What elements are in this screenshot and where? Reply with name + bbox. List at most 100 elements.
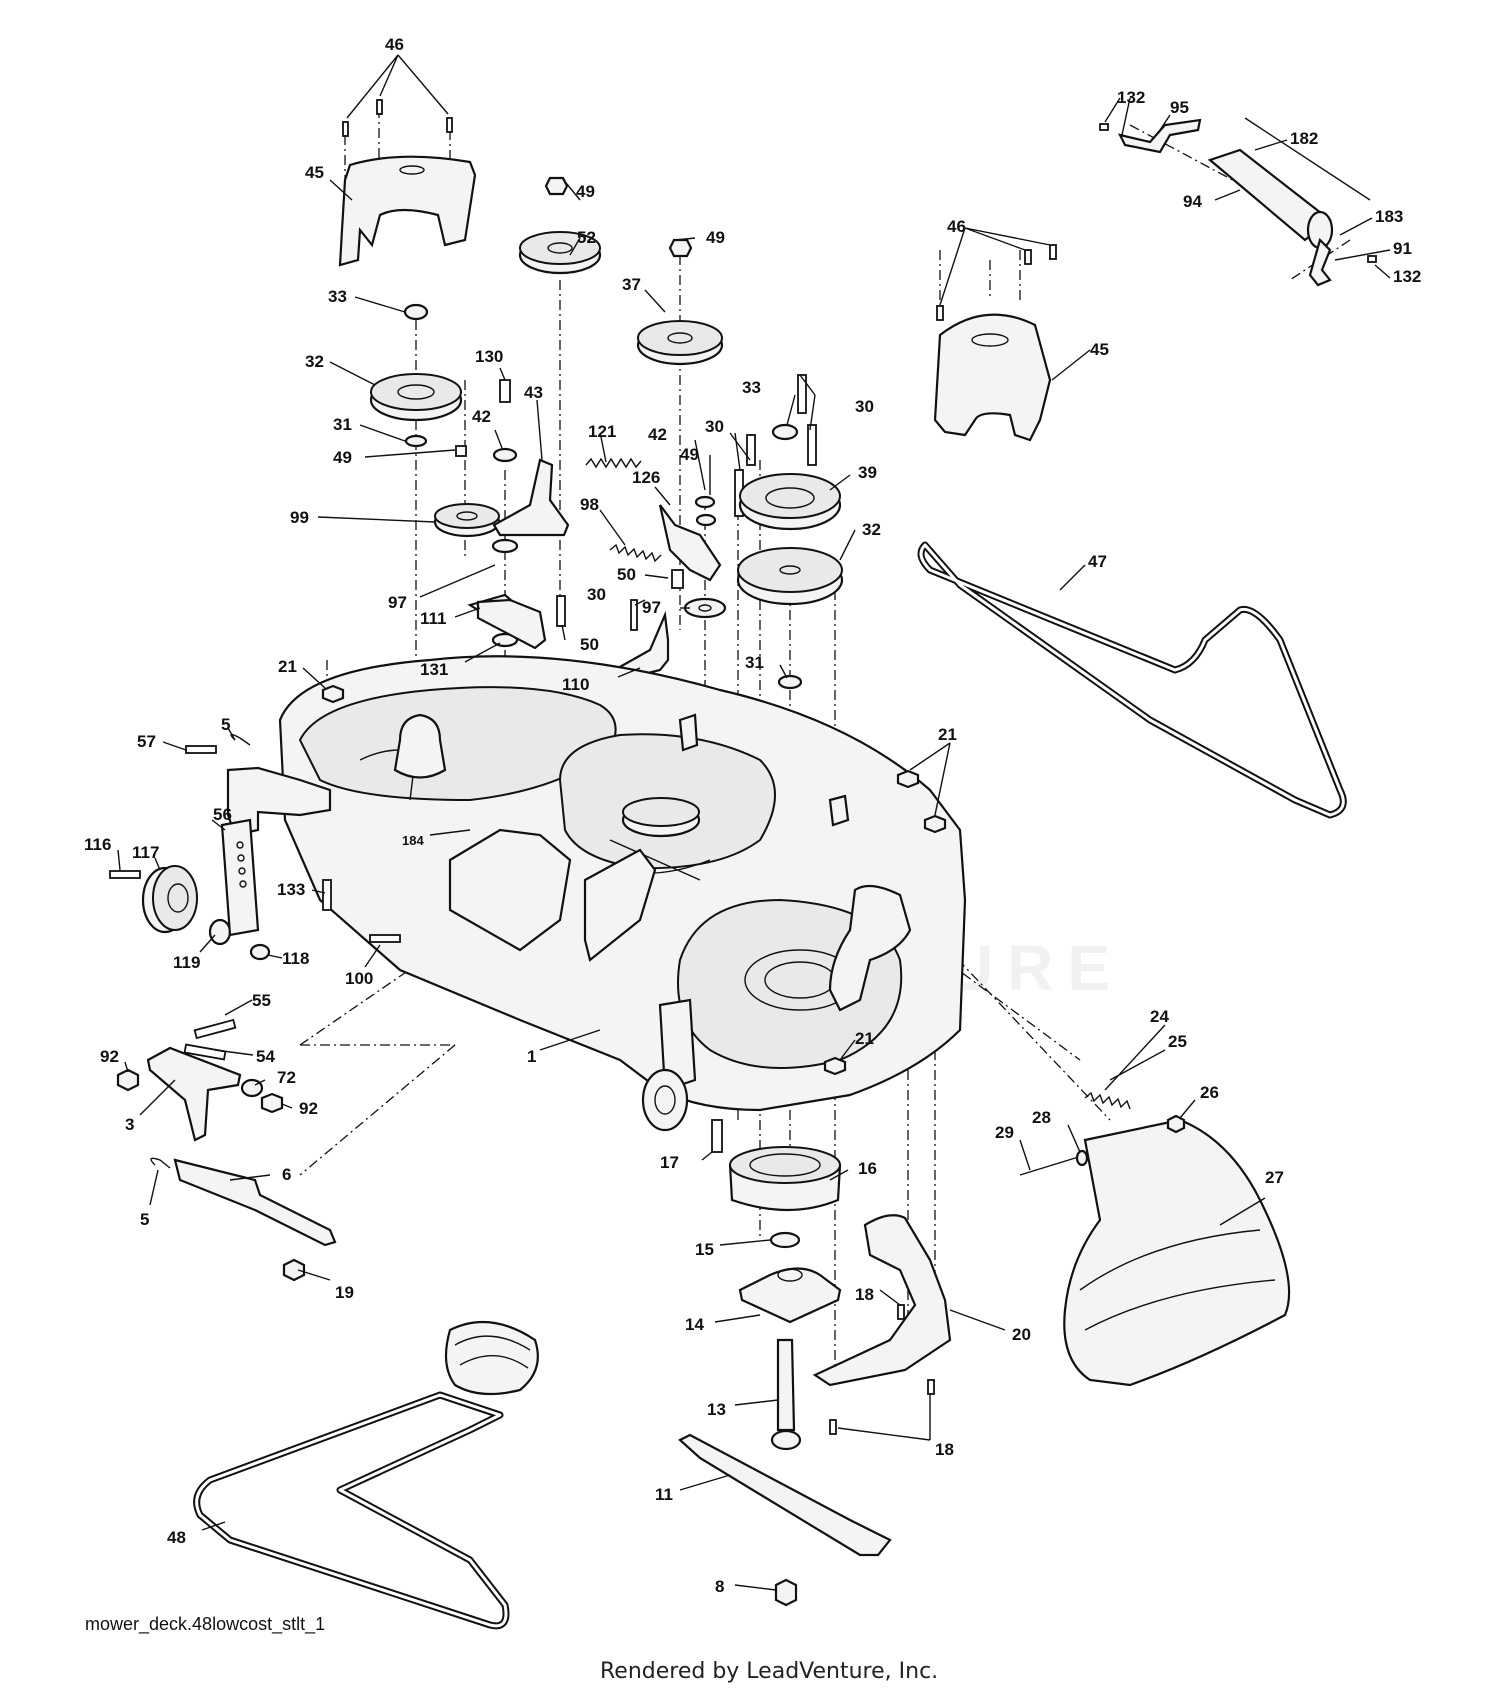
label-183: 183 <box>1375 207 1403 226</box>
label-42: 42 <box>472 407 491 426</box>
label-42b: 42 <box>648 425 667 444</box>
pulley-32-right <box>736 547 844 690</box>
label-52: 52 <box>577 228 596 247</box>
label-32b: 32 <box>862 520 881 539</box>
label-132: 132 <box>1117 88 1145 107</box>
idler-arm-126 <box>658 495 722 589</box>
gauge-wheel-front <box>641 1068 689 1132</box>
lift-link-6 <box>150 1157 337 1282</box>
leader-lines <box>117 54 1391 1591</box>
lift-bracket-3 <box>116 1018 284 1142</box>
discharge-chute-27 <box>1063 1118 1291 1387</box>
label-5: 5 <box>221 715 230 734</box>
label-46b: 46 <box>947 217 966 236</box>
label-11: 11 <box>655 1485 673 1504</box>
label-31: 31 <box>333 415 352 434</box>
label-17: 17 <box>660 1153 679 1172</box>
pulley-39 <box>738 423 842 531</box>
label-49d: 49 <box>706 228 725 247</box>
label-92b: 92 <box>299 1099 318 1118</box>
label-37: 37 <box>622 275 641 294</box>
chute-hardware <box>1019 1091 1186 1176</box>
label-6: 6 <box>282 1165 291 1184</box>
label-14: 14 <box>685 1315 704 1334</box>
label-20: 20 <box>1012 1325 1031 1344</box>
screws-46-left <box>342 99 453 137</box>
label-132b: 132 <box>1393 267 1421 286</box>
deck-brackets <box>226 713 912 1092</box>
label-33b: 33 <box>742 378 761 397</box>
label-45b: 45 <box>1090 340 1109 359</box>
label-1: 1 <box>527 1047 536 1066</box>
label-33: 33 <box>328 287 347 306</box>
label-131: 131 <box>420 660 448 679</box>
label-118: 118 <box>282 949 309 968</box>
label-56: 56 <box>213 805 232 824</box>
label-97: 97 <box>388 593 407 612</box>
label-30: 30 <box>587 585 606 604</box>
bracket-111 <box>476 598 547 650</box>
label-26: 26 <box>1200 1083 1219 1102</box>
idler-arm-43 <box>492 379 570 537</box>
label-50: 50 <box>580 635 599 654</box>
label-98: 98 <box>580 495 599 514</box>
label-50b: 50 <box>617 565 636 584</box>
label-48: 48 <box>167 1528 186 1547</box>
label-99: 99 <box>290 508 309 527</box>
label-126: 126 <box>632 468 660 487</box>
label-91: 91 <box>1393 239 1412 258</box>
label-29: 29 <box>995 1123 1014 1142</box>
label-47: 47 <box>1088 552 1107 571</box>
label-21: 21 <box>278 657 297 676</box>
bolts-133-100 <box>322 879 401 943</box>
label-27: 27 <box>1265 1168 1284 1187</box>
label-95: 95 <box>1170 98 1189 117</box>
label-49b: 49 <box>576 182 595 201</box>
label-57: 57 <box>137 732 156 751</box>
label-28: 28 <box>1032 1108 1051 1127</box>
label-8: 8 <box>715 1577 724 1596</box>
spindle-assembly <box>678 1119 892 1607</box>
label-92: 92 <box>100 1047 119 1066</box>
pulley-52 <box>518 176 602 275</box>
label-121: 121 <box>588 422 616 441</box>
label-110: 110 <box>562 675 589 694</box>
label-54: 54 <box>256 1047 275 1066</box>
pulley-37 <box>636 238 724 366</box>
label-32: 32 <box>305 352 324 371</box>
bolt-57 <box>185 733 251 754</box>
label-49: 49 <box>333 448 352 467</box>
label-119: 119 <box>173 953 200 972</box>
label-15: 15 <box>695 1240 714 1259</box>
washer-97b <box>683 597 727 619</box>
label-97b: 97 <box>642 598 661 617</box>
part-labels: 46 45 33 32 31 49 99 97 111 131 130 42 4… <box>84 35 1421 1596</box>
label-21b: 21 <box>938 725 957 744</box>
bolts-50-30 <box>556 374 817 631</box>
baffle-20 <box>812 1214 952 1435</box>
label-184: 184 <box>402 833 424 848</box>
pulley-group-left <box>369 303 542 648</box>
label-30b: 30 <box>705 417 724 436</box>
render-credit: Rendered by LeadVenture, Inc. <box>600 1659 938 1684</box>
label-130: 130 <box>475 347 503 366</box>
belt-48 <box>193 1320 539 1630</box>
diagram-caption: mower_deck.48lowcost_stlt_1 <box>85 1614 325 1635</box>
label-45: 45 <box>305 163 324 182</box>
belt-47 <box>917 541 1347 819</box>
label-5b: 5 <box>140 1210 149 1229</box>
height-bracket-56 <box>220 818 271 961</box>
label-3: 3 <box>125 1115 134 1134</box>
label-19: 19 <box>335 1283 354 1302</box>
gauge-wheel-left <box>109 865 232 946</box>
label-18: 18 <box>855 1285 874 1304</box>
label-116: 116 <box>84 835 111 854</box>
label-72: 72 <box>277 1068 296 1087</box>
belt-cover-right <box>933 244 1057 442</box>
anti-scalp-roller <box>1099 117 1377 287</box>
belt-cover-left <box>338 155 477 267</box>
label-133: 133 <box>277 880 305 899</box>
label-13: 13 <box>707 1400 726 1419</box>
nuts-21 <box>321 684 947 1076</box>
